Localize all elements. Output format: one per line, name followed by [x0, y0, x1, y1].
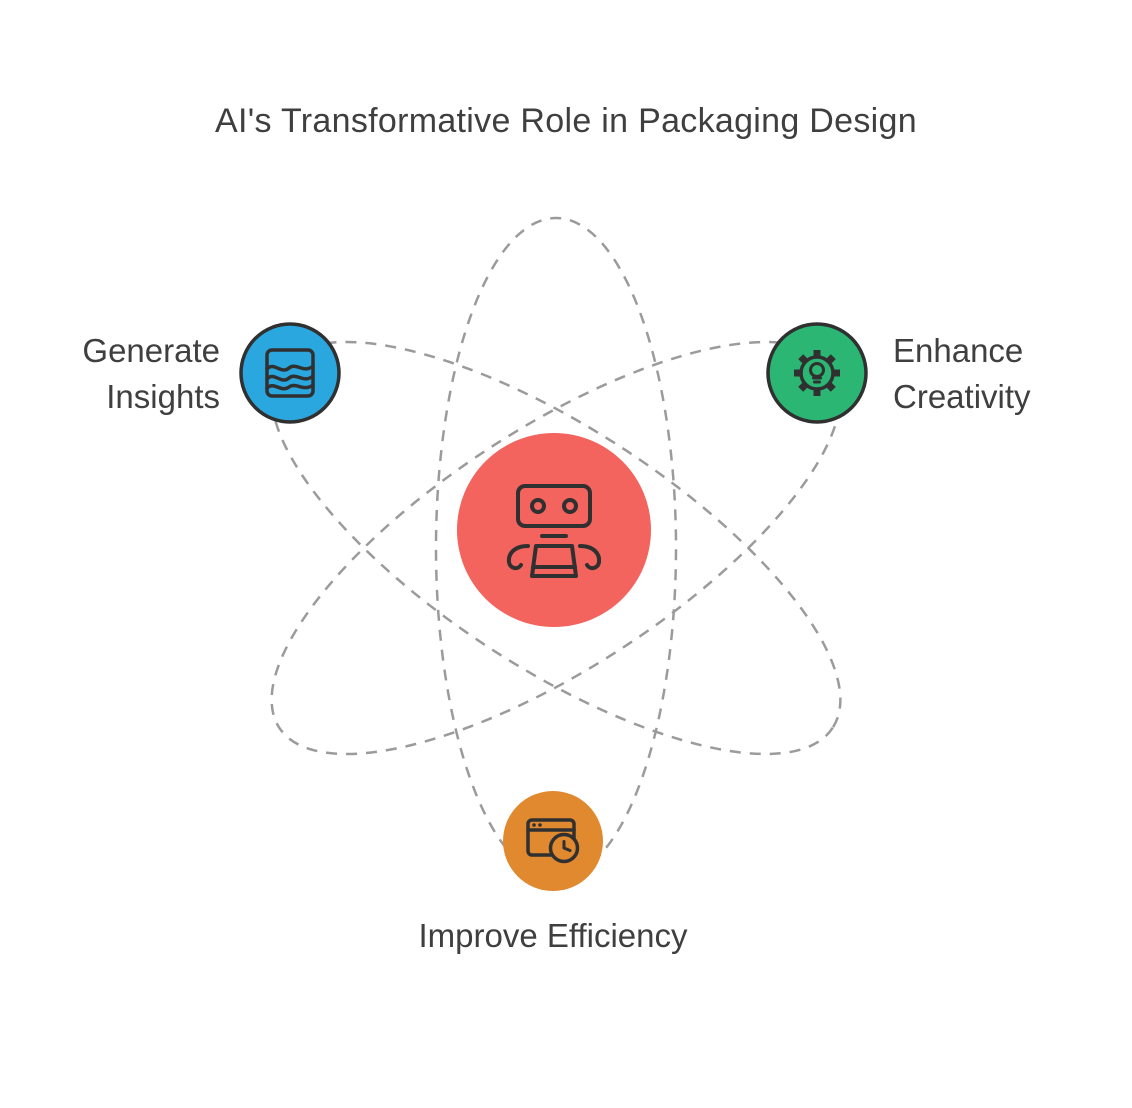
- center-node-circle: [457, 433, 651, 627]
- node-circle-enhance-creativity: [766, 322, 868, 424]
- gear-lightbulb-icon: [794, 350, 840, 396]
- label-improve-efficiency: Improve Efficiency: [418, 917, 688, 954]
- area-chart-icon: [265, 348, 315, 398]
- robot-icon: [506, 484, 602, 578]
- page-title: AI's Transformative Role in Packaging De…: [215, 102, 917, 140]
- node-generate-insights: [239, 322, 341, 424]
- browser-clock-icon: [526, 818, 580, 864]
- node-improve-efficiency: [503, 791, 603, 891]
- label-generate-insights: Generate Insights: [82, 332, 220, 415]
- label-enhance-creativity: Enhance Creativity: [893, 332, 1031, 415]
- node-enhance-creativity: [766, 322, 868, 424]
- node-circle-generate-insights: [239, 322, 341, 424]
- center-node: [457, 433, 651, 627]
